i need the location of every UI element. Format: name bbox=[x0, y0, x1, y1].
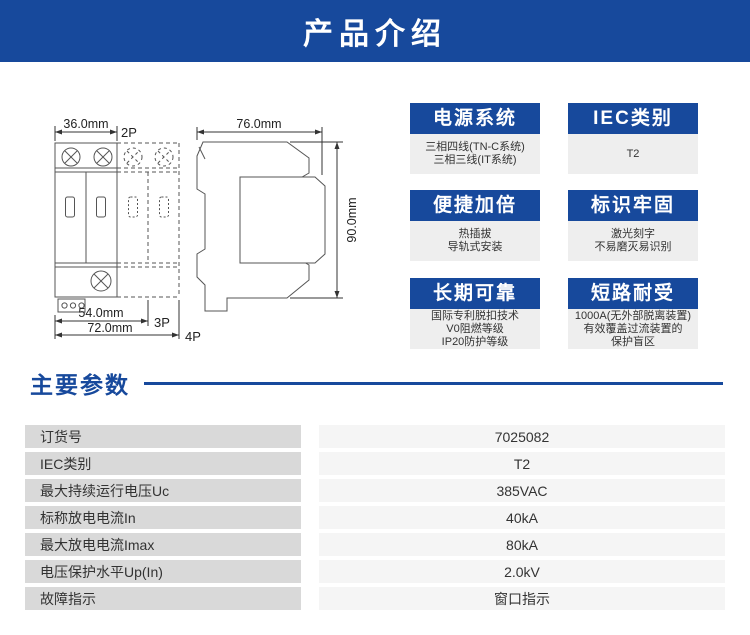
param-label: 最大持续运行电压Uc bbox=[25, 479, 301, 502]
feature-body: 热插拔 导轨式安装 bbox=[410, 221, 540, 261]
pole3-label: 3P bbox=[154, 315, 170, 330]
screw-icon-dashed bbox=[123, 147, 174, 167]
param-label: 标称放电电流In bbox=[25, 506, 301, 529]
param-label: IEC类别 bbox=[25, 452, 301, 475]
pole2-label: 2P bbox=[121, 125, 137, 140]
screw-icon bbox=[93, 147, 113, 167]
page-title: 产品介绍 bbox=[303, 18, 447, 51]
feature-box-power-system: 电源系统 三相四线(TN-C系统) 三相三线(IT系统) bbox=[410, 103, 540, 174]
feature-body: 激光刻字 不易磨灭易识别 bbox=[568, 221, 698, 261]
feature-title: 标识牢固 bbox=[568, 190, 698, 221]
param-value: 窗口指示 bbox=[319, 587, 725, 610]
screw-icon bbox=[90, 270, 112, 292]
feature-line: 国际专利脱扣技术 bbox=[431, 309, 519, 322]
feature-title: 电源系统 bbox=[410, 103, 540, 134]
dimension-drawing: 36.0mm 2P 54.0mm 3P 72.0mm 4P 76.0mm 90.… bbox=[30, 100, 365, 355]
param-value: 7025082 bbox=[319, 425, 725, 448]
dimension-drawing-svg: 36.0mm 2P 54.0mm 3P 72.0mm 4P 76.0mm 90.… bbox=[54, 117, 359, 344]
feature-line: 激光刻字 bbox=[611, 228, 655, 240]
param-label: 最大放电电流Imax bbox=[25, 533, 301, 556]
page-header-banner: 产品介绍 bbox=[0, 0, 750, 62]
param-value: 385VAC bbox=[319, 479, 725, 502]
feature-line: 1000A(无外部脱离装置) bbox=[574, 309, 692, 322]
side-view-module bbox=[239, 176, 326, 264]
pole4-label: 4P bbox=[185, 329, 201, 344]
param-value: T2 bbox=[319, 452, 725, 475]
feature-line: T2 bbox=[626, 147, 640, 160]
feature-box-marking: 标识牢固 激光刻字 不易磨灭易识别 bbox=[568, 190, 698, 261]
feature-box-reliable: 长期可靠 国际专利脱扣技术 V0阻燃等级 IP20防护等级 bbox=[410, 278, 540, 349]
feature-line: 保护盲区 bbox=[611, 335, 655, 348]
feature-line: 热插拔 bbox=[458, 228, 492, 240]
indicator-window-dashed bbox=[159, 196, 169, 218]
indicator-window-dashed bbox=[128, 196, 138, 218]
param-label: 电压保护水平Up(In) bbox=[25, 560, 301, 583]
feature-title: IEC类别 bbox=[568, 103, 698, 134]
feature-title: 长期可靠 bbox=[410, 278, 540, 309]
feature-body: 三相四线(TN-C系统) 三相三线(IT系统) bbox=[410, 134, 540, 174]
param-value: 80kA bbox=[319, 533, 725, 556]
feature-box-short-circuit: 短路耐受 1000A(无外部脱离装置) 有效覆盖过流装置的 保护盲区 bbox=[568, 278, 698, 349]
side-width-dimension: 76.0mm bbox=[236, 117, 281, 131]
feature-line: 不易磨灭易识别 bbox=[594, 241, 672, 253]
feature-line: V0阻燃等级 bbox=[446, 322, 504, 335]
front-view-dashed-extension bbox=[117, 142, 180, 298]
feature-line: IP20防护等级 bbox=[441, 335, 509, 348]
param-value: 40kA bbox=[319, 506, 725, 529]
feature-line: 导轨式安装 bbox=[447, 241, 503, 253]
screw-icon bbox=[61, 147, 81, 167]
section-title: 主要参数 bbox=[30, 372, 130, 398]
feature-title: 便捷加倍 bbox=[410, 190, 540, 221]
feature-box-convenient: 便捷加倍 热插拔 导轨式安装 bbox=[410, 190, 540, 261]
param-label: 订货号 bbox=[25, 425, 301, 448]
section-rule-line bbox=[144, 381, 723, 385]
feature-box-iec-class: IEC类别 T2 bbox=[568, 103, 698, 174]
front-width-dimension: 36.0mm bbox=[63, 117, 108, 131]
feature-title: 短路耐受 bbox=[568, 278, 698, 309]
side-view-clip-detail bbox=[198, 146, 206, 160]
section-heading: 主要参数 bbox=[30, 366, 723, 400]
dimension-arrowheads bbox=[55, 129, 340, 338]
feature-line: 有效覆盖过流装置的 bbox=[583, 322, 683, 335]
indicator-window bbox=[96, 196, 106, 218]
feature-body: 1000A(无外部脱离装置) 有效覆盖过流装置的 保护盲区 bbox=[568, 309, 698, 349]
front-4p-dimension: 72.0mm bbox=[87, 321, 132, 335]
feature-line: 三相三线(IT系统) bbox=[433, 154, 517, 166]
indicator-window bbox=[65, 196, 75, 218]
feature-body: T2 bbox=[568, 134, 698, 174]
terminal-block bbox=[57, 298, 86, 313]
feature-body: 国际专利脱扣技术 V0阻燃等级 IP20防护等级 bbox=[410, 309, 540, 349]
front-view-outline bbox=[54, 142, 118, 298]
front-3p-dimension: 54.0mm bbox=[78, 306, 123, 320]
param-value: 2.0kV bbox=[319, 560, 725, 583]
param-label: 故障指示 bbox=[25, 587, 301, 610]
feature-line: 三相四线(TN-C系统) bbox=[425, 141, 525, 153]
side-height-dimension: 90.0mm bbox=[345, 197, 359, 242]
